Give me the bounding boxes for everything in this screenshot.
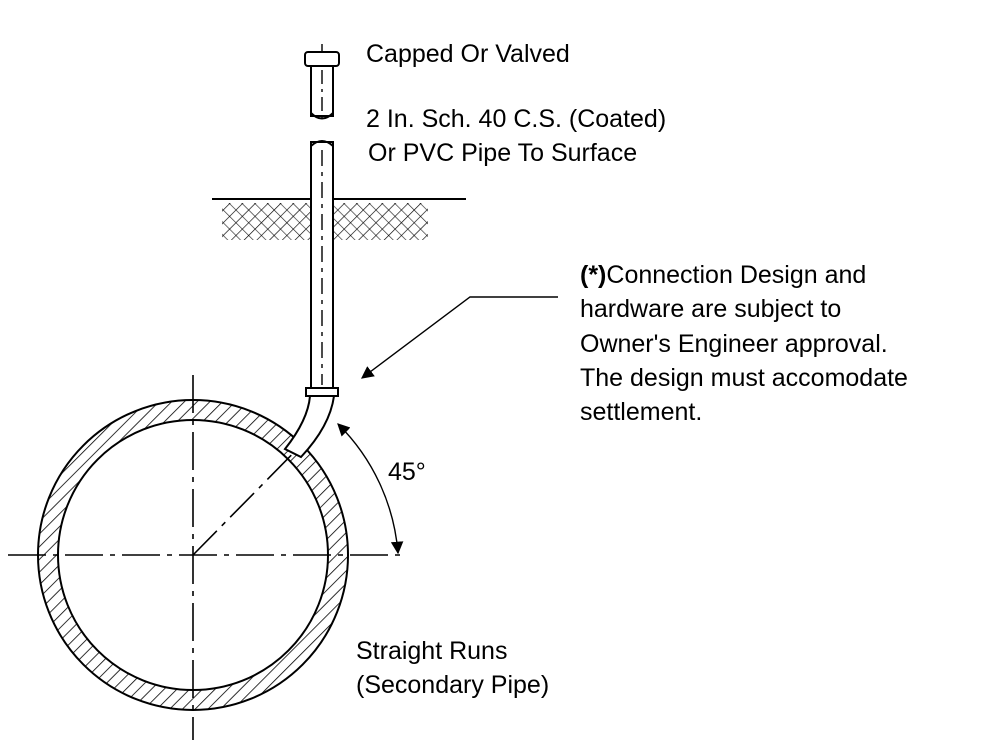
note-line1-text: Connection Design and xyxy=(606,261,867,289)
runs-label-line1: Straight Runs xyxy=(356,637,508,665)
pipe-cap xyxy=(304,44,340,67)
riser-coupling xyxy=(305,387,339,397)
runs-label-line2: (Secondary Pipe) xyxy=(356,671,550,699)
ground-soil xyxy=(222,203,428,252)
riser-pipe xyxy=(310,140,334,389)
note-line4: The design must accomodate xyxy=(580,364,908,392)
riser-elbow xyxy=(283,395,336,459)
note-leader-line xyxy=(360,296,558,379)
note-line2: hardware are subject to xyxy=(580,295,842,323)
angle-centerline xyxy=(192,423,323,556)
note-line5: settlement. xyxy=(580,398,703,426)
angle-label: 45° xyxy=(388,458,426,486)
note-line3: Owner's Engineer approval. xyxy=(580,330,888,358)
riser-upper-section xyxy=(310,65,334,120)
note-prefix: (*) xyxy=(580,261,607,289)
pipe-spec-line2: Or PVC Pipe To Surface xyxy=(368,139,638,167)
angle-dimension-arc xyxy=(337,423,404,555)
pipe-spec-line1: 2 In. Sch. 40 C.S. (Coated) xyxy=(366,105,667,133)
note-line1: (*)Connection Design and xyxy=(580,258,866,292)
cap-label: Capped Or Valved xyxy=(366,40,570,68)
